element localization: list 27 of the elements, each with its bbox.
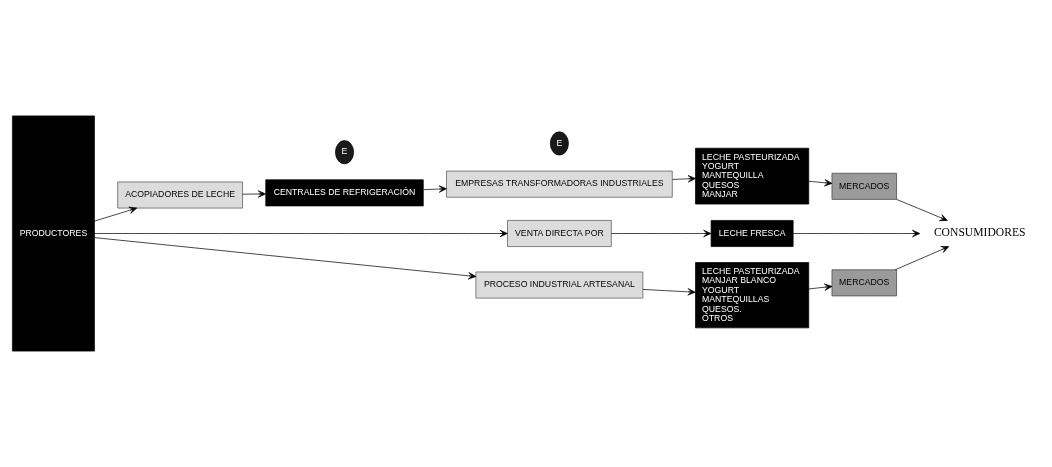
arrow (423, 185, 447, 193)
node-box: ACOPIADORES DE LECHE (117, 181, 243, 209)
node-box: EMPRESAS TRANSFORMADORAS INDUSTRIALES (446, 170, 673, 198)
arrow (808, 283, 833, 291)
arrow (642, 288, 696, 296)
arrow (94, 206, 138, 222)
node-ellipse: E (549, 131, 569, 156)
node-box: PRODUCTORES (12, 115, 95, 352)
node-box: MERCADOS (831, 172, 897, 200)
node-box: MERCADOS (831, 269, 897, 297)
arrow (672, 175, 696, 183)
node-box: LECHE PASTEURIZADA YOGURT MANTEQUILLA QUESOS MANJAR (695, 147, 810, 205)
arrow (792, 229, 921, 238)
node-ellipse: E (335, 140, 354, 165)
arrow (242, 190, 266, 198)
node-box: PROCESO INDUSTRIAL ARTESANAL (475, 271, 644, 299)
arrow (611, 229, 712, 238)
arrow (896, 199, 948, 222)
node-box: LECHE PASTEURIZADA MANJAR BLANCO YOGURT MANTEQUILLAS QUESOS. OTROS (695, 262, 810, 329)
arrow (94, 229, 508, 238)
arrow (894, 246, 950, 271)
node-box: VENTA DIRECTA POR (507, 220, 612, 247)
node-box: LECHE FRESCA (710, 220, 794, 247)
arrow (808, 179, 833, 187)
arrow (94, 237, 477, 280)
node-text: CONSUMIDORES (933, 226, 1026, 240)
node-box: CENTRALES DE REFRIGERACIÓN (265, 179, 424, 207)
